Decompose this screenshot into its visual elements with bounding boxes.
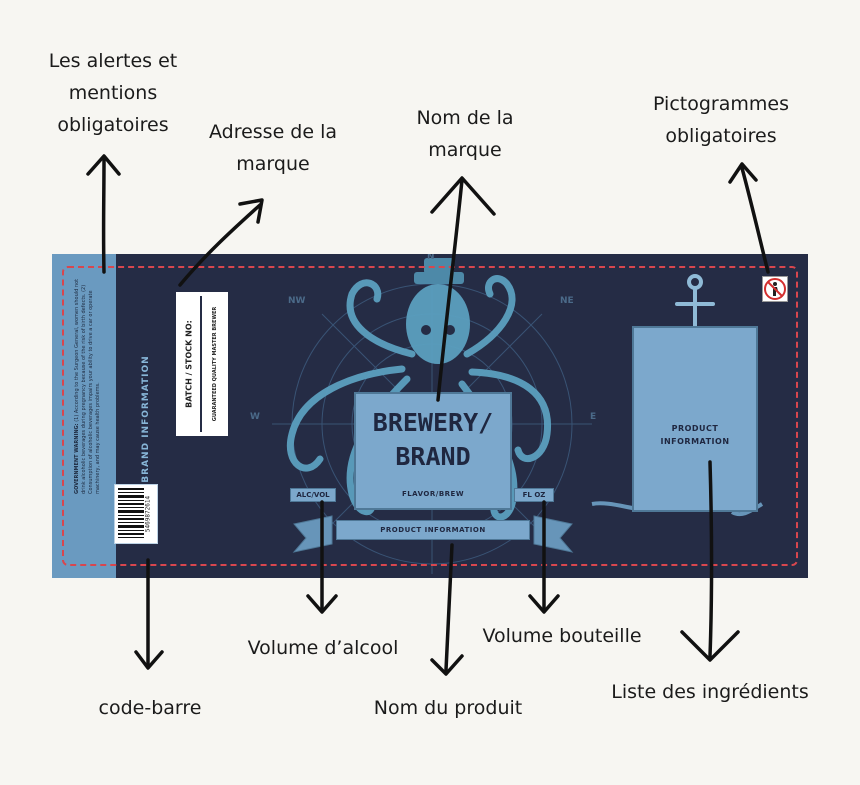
barcode-icon xyxy=(118,488,144,538)
callout-nom-marque-line1: Nom de la xyxy=(416,107,514,129)
guaranteed-label: GUARANTEED QUALITY MASTER BREWER xyxy=(212,306,218,422)
batch-col-1: BATCH / STOCK NO: xyxy=(178,292,200,436)
callout-alertes: Les alertes et mentions obligatoires xyxy=(36,45,190,141)
brand-title-line2: BRAND xyxy=(395,442,471,471)
warning-title: GOVERNMENT WARNING: xyxy=(74,423,80,494)
compass-e: E xyxy=(590,412,597,422)
callout-volume-alcool-text: Volume d’alcool xyxy=(247,637,399,659)
callout-adresse-line1: Adresse de la xyxy=(208,121,338,143)
callout-nom-marque: Nom de la marque xyxy=(400,102,530,166)
government-warning: GOVERNMENT WARNING: (1) According to the… xyxy=(58,274,118,494)
compass-n: N xyxy=(427,254,435,262)
batch-stock-label: BATCH / STOCK NO: xyxy=(184,320,194,408)
flavor-brew: FLAVOR/BREW xyxy=(401,490,465,498)
callout-volume-bouteille-text: Volume bouteille xyxy=(482,625,642,647)
callout-code-barre-text: code-barre xyxy=(98,697,202,719)
barcode-number: 5469872614 xyxy=(144,495,152,533)
callout-pictogrammes-line2: obligatoires xyxy=(665,125,777,147)
brand-information: BRAND INFORMATION xyxy=(141,355,151,483)
compass-ne: NE xyxy=(560,296,574,306)
callout-alertes-line3: obligatoires xyxy=(57,114,169,136)
product-information-ribbon: PRODUCT INFORMATION xyxy=(336,520,530,540)
callout-pictogrammes-line1: Pictogrammes xyxy=(653,93,789,115)
beer-label: N NW NE W E GOVERNMENT WARNING: (1) Acco… xyxy=(52,254,808,578)
compass-w: W xyxy=(250,412,260,422)
batch-col-2: GUARANTEED QUALITY MASTER BREWER xyxy=(204,292,226,436)
callout-volume-bouteille: Volume bouteille xyxy=(462,620,662,652)
callout-alertes-line1: Les alertes et xyxy=(48,50,178,72)
brand-title: BREWERY/ BRAND xyxy=(356,406,510,474)
callout-adresse-line2: marque xyxy=(236,153,310,175)
product-info-panel: PRODUCT INFORMATION xyxy=(632,326,758,512)
pictogram xyxy=(762,276,788,302)
callout-ingredients-text: Liste des ingrédients xyxy=(611,681,809,703)
batch-stock-box: BATCH / STOCK NO: GUARANTEED QUALITY MAS… xyxy=(176,292,228,436)
brand-title-line1: BREWERY/ xyxy=(372,408,494,437)
callout-ingredients: Liste des ingrédients xyxy=(590,676,830,708)
brand-panel: BREWERY/ BRAND FLAVOR/BREW xyxy=(354,392,512,510)
product-info-right-line1: PRODUCT xyxy=(671,424,719,433)
label-dashed-border xyxy=(62,266,798,566)
product-info-right-line2: INFORMATION xyxy=(660,437,730,446)
callout-nom-produit-text: Nom du produit xyxy=(373,697,523,719)
no-pregnant-woman-icon xyxy=(764,278,786,300)
barcode: 5469872614 xyxy=(114,484,158,544)
compass-nw: NW xyxy=(288,296,306,306)
batch-divider xyxy=(200,296,202,432)
callout-nom-produit: Nom du produit xyxy=(352,692,544,724)
abv-tag: ALC/VOL xyxy=(290,488,336,502)
product-info-right: PRODUCT INFORMATION xyxy=(634,422,756,448)
callout-alertes-line2: mentions xyxy=(68,82,158,104)
callout-nom-marque-line2: marque xyxy=(428,139,502,161)
callout-adresse: Adresse de la marque xyxy=(196,116,350,180)
callout-code-barre: code-barre xyxy=(80,692,220,724)
callout-pictogrammes: Pictogrammes obligatoires xyxy=(636,88,806,152)
fl-oz-tag: FL OZ xyxy=(514,488,554,502)
callout-volume-alcool: Volume d’alcool xyxy=(228,632,418,664)
